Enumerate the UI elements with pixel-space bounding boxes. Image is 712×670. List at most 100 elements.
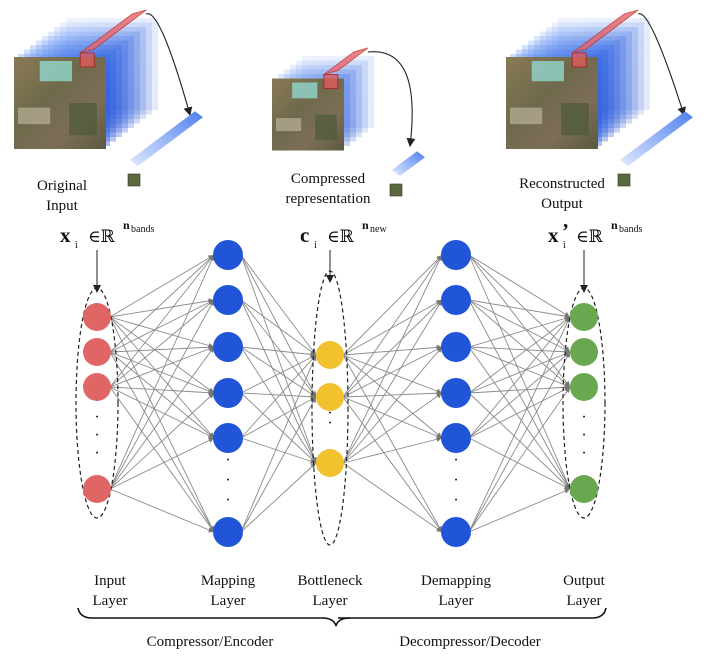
output-image-trees [561,103,589,136]
label-output-layer-2: Layer [567,593,602,609]
connection-line [468,315,571,348]
label-demapping-layer-2: Layer [439,593,474,609]
neuron-bottleneck [316,341,344,369]
input-spectrum-vector [130,111,203,166]
connection-line [109,254,215,318]
connection-line [109,316,215,439]
output-pixel [571,52,587,68]
input-pixel [79,52,95,68]
connection-line [468,316,571,439]
neuron-bottleneck [316,383,344,411]
output-image-roof [531,61,564,82]
connection-line [342,354,443,394]
connection-line [240,299,317,464]
math-output-symbol: x [548,223,559,247]
encoder-label: Compressor/Encoder [147,634,274,650]
ellipsis-dot: · [94,409,99,426]
math-input: x i ∈ℝ n bands [60,218,154,251]
ellipsis-dot: · [225,452,230,469]
connection-line [468,386,571,439]
connection-line [109,316,215,394]
label-output-layer-1: Output [563,573,606,589]
neuron-mapping [213,423,243,453]
connection-line [109,299,215,388]
connection-line [109,351,215,533]
connection-line [468,299,571,319]
connection-line [240,392,317,464]
connection-line [240,346,317,358]
neuron-output [570,475,598,503]
connection-line [342,390,443,398]
connection-line [109,346,215,490]
connection-line [240,346,317,398]
connection-line [240,437,317,464]
connection-line [468,386,571,533]
connection-line [342,396,443,533]
neuron-demapping [441,423,471,453]
connection-line [109,316,215,349]
neuron-demapping [441,285,471,315]
input-curved-arrow [146,13,193,117]
neuron-mapping [213,240,243,270]
input-image-roof [39,61,72,82]
caption-reconstructed-line2: Output [541,196,584,212]
ellipsis-dot: · [453,452,458,469]
connection-line [468,299,571,353]
ellipsis-dot: · [327,415,332,432]
math-input-exp: n [123,218,130,232]
connection-line [109,316,215,533]
connections [109,254,571,533]
connection-line [109,299,215,353]
math-output-exp-sub: bands [619,224,642,235]
connection-line [109,386,215,439]
connection-line [240,354,317,439]
compressed-cube [272,47,425,197]
neuron-input [83,338,111,366]
connection-line [109,386,215,533]
group-braces: Compressor/Encoder Decompressor/Decoder [77,607,607,650]
connection-line [240,254,317,356]
connection-line [342,462,443,533]
math-input-set: ∈ℝ [88,227,116,246]
layer-labels: Input Layer Mapping Layer Bottleneck Lay… [93,573,606,609]
ellipsis-dot: · [453,492,458,509]
connection-line [240,254,317,464]
caption-compressed-line2: representation [286,191,371,207]
connection-line [468,316,571,394]
input-pixel-column [79,9,147,54]
encoder-brace [77,607,351,627]
connection-line [342,392,443,464]
ellipsis-dot: · [225,472,230,489]
connection-line [468,346,571,388]
neuron-input [83,475,111,503]
connection-line [109,488,215,533]
connection-line [468,254,571,490]
ellipsis-dot: · [327,405,332,422]
connection-line [240,299,317,356]
math-output-set: ∈ℝ [576,227,604,246]
connection-line [240,346,317,464]
ellipsis-dot: · [581,409,586,426]
neuron-demapping [441,240,471,270]
decoder-label: Decompressor/Decoder [399,634,541,650]
input-image-trees [69,103,97,136]
connection-line [468,351,571,439]
compressed-pixel-column [323,47,369,75]
math-code: c i ∈ℝ n new [300,218,387,251]
math-output-prime: ’ [562,219,569,243]
connection-line [468,254,571,353]
neuron-demapping [441,332,471,362]
connection-line [109,437,215,490]
label-bottleneck-layer-2: Layer [313,593,348,609]
output-spectrum-vector [620,111,693,166]
connection-line [342,299,443,356]
math-code-set: ∈ℝ [327,227,355,246]
label-input-layer-1: Input [94,573,126,589]
label-bottleneck-layer-1: Bottleneck [298,573,363,589]
compressed-image-road [276,118,302,132]
math-output-sub: i [563,240,566,251]
compressed-spectrum-vector [392,151,425,176]
connection-line [240,396,317,533]
